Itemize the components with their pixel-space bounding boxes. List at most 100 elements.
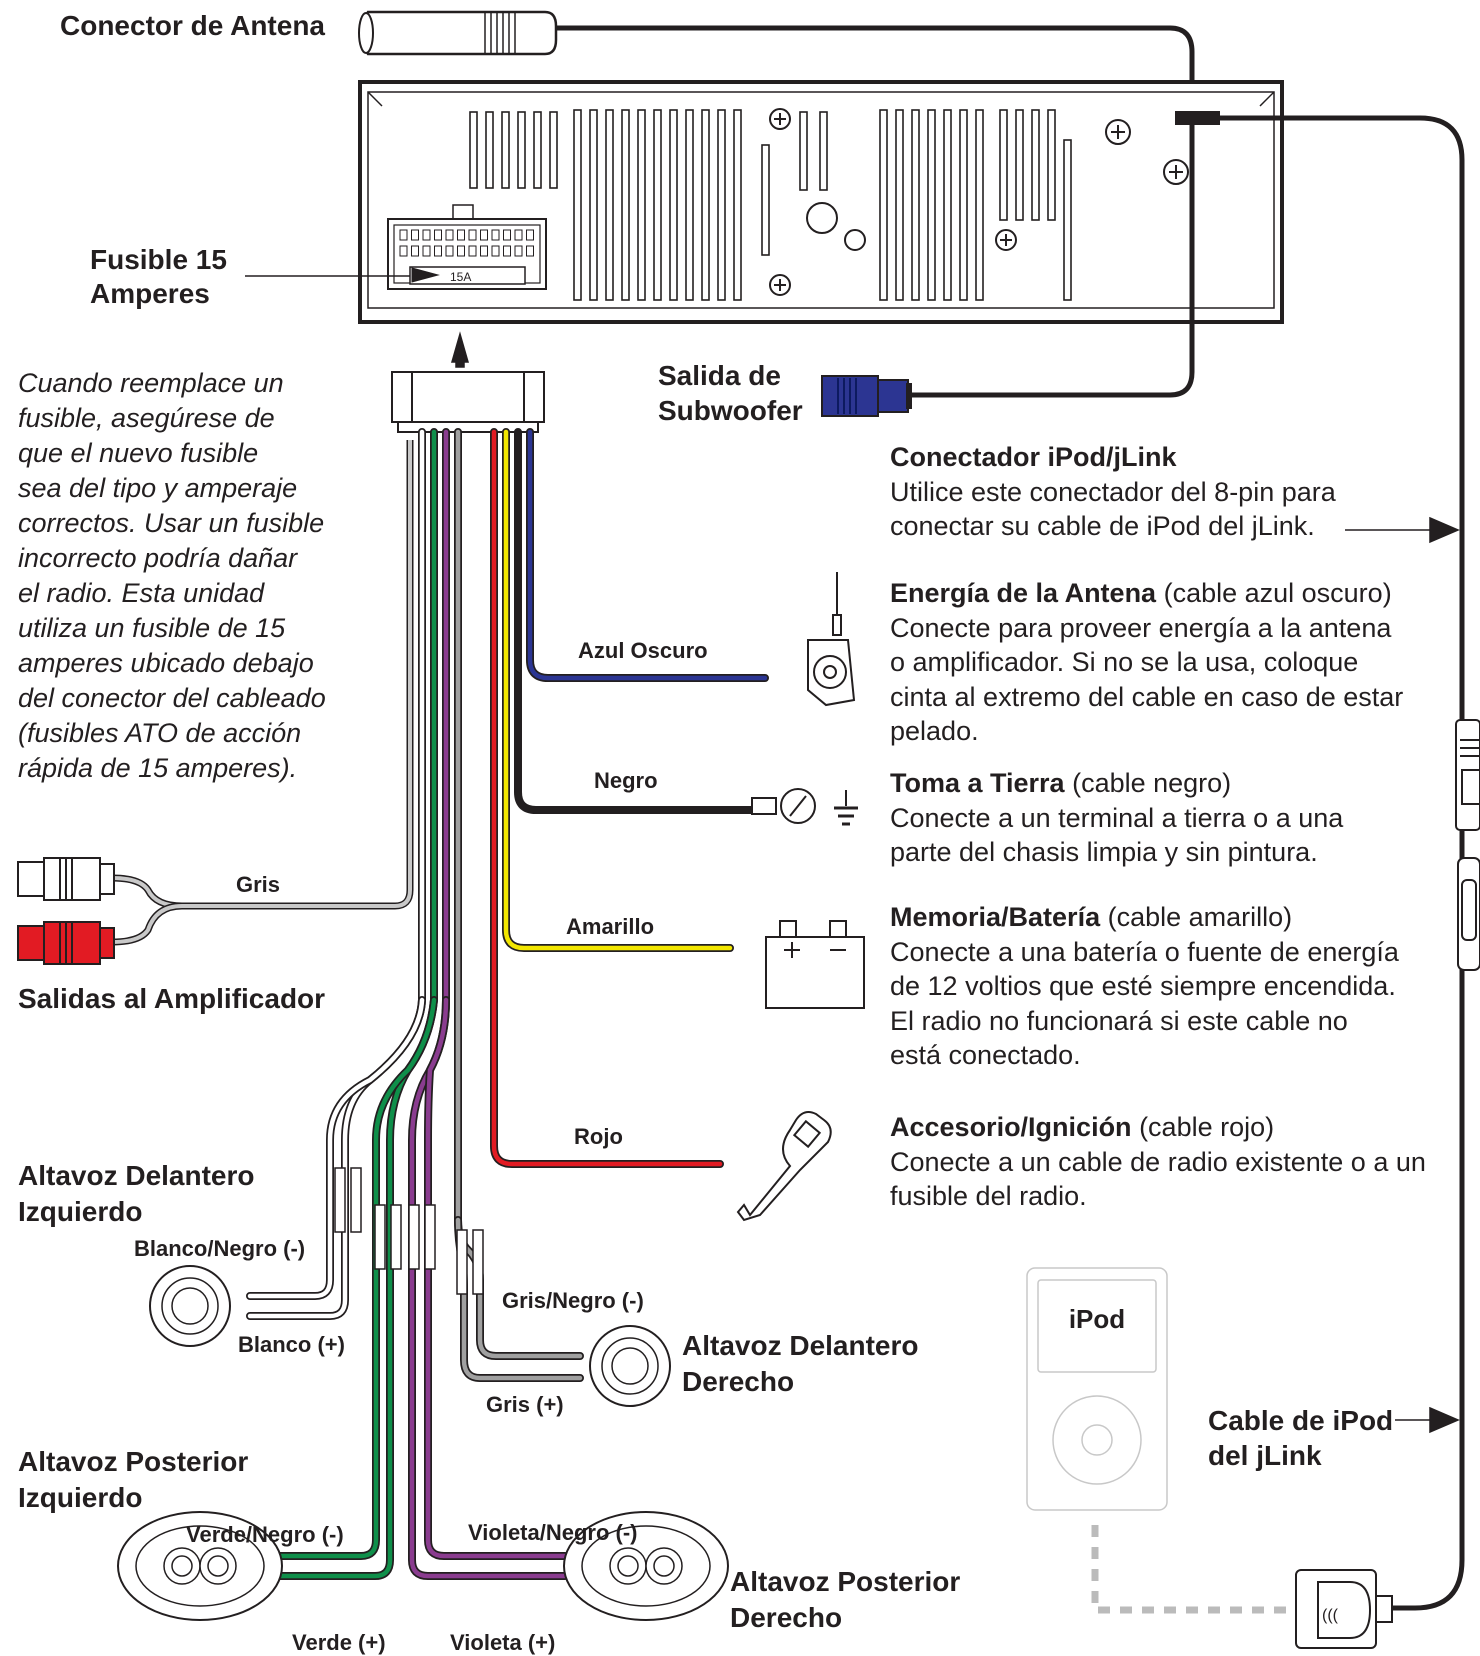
crimp-sleeve bbox=[390, 1204, 402, 1270]
front-right-label-line2: Derecho bbox=[682, 1366, 795, 1397]
rear-right-label-line2: Derecho bbox=[730, 1602, 843, 1633]
socket-pin bbox=[514, 245, 523, 257]
subwoofer-label-line1: Salida de bbox=[658, 360, 781, 391]
vent-slot bbox=[799, 111, 808, 191]
vent-slot bbox=[999, 109, 1008, 221]
ipod-cable-label-line2: del jLink bbox=[1208, 1440, 1322, 1471]
wire-label-blanco: Blanco (+) bbox=[238, 1332, 345, 1357]
vent-slot bbox=[549, 111, 558, 189]
jlink-plug-lower bbox=[1457, 857, 1480, 971]
socket-pin bbox=[434, 245, 442, 257]
subwoofer-label-line2: Subwoofer bbox=[658, 395, 803, 426]
rear-right-label-line1: Altavoz Posterior bbox=[730, 1566, 961, 1597]
battery-icon bbox=[765, 920, 865, 1009]
dock-connector: ((( bbox=[1295, 1569, 1393, 1649]
fuse-label-line2: Amperes bbox=[90, 278, 210, 309]
crimp-sleeve bbox=[350, 1167, 362, 1233]
vent-slot bbox=[895, 109, 904, 301]
socket-pin bbox=[503, 229, 511, 241]
vent-slot bbox=[469, 111, 478, 189]
rca-outputs bbox=[17, 440, 414, 965]
vent-slot bbox=[653, 109, 662, 301]
crimp-sleeve bbox=[374, 1204, 386, 1270]
vent-slot bbox=[685, 109, 694, 301]
crimp-sleeve bbox=[456, 1229, 468, 1295]
antenna-connector-label: Conector de Antena bbox=[60, 10, 325, 41]
rear-right-speaker-icon bbox=[563, 1511, 729, 1621]
wire-yellow-outline bbox=[502, 428, 734, 952]
socket-pin bbox=[526, 245, 534, 257]
ipod-screen-label: iPod bbox=[1069, 1304, 1125, 1334]
vent-slot bbox=[621, 109, 630, 301]
ipod-cable-label-line1: Cable de iPod bbox=[1208, 1405, 1394, 1436]
vent-slot bbox=[605, 109, 614, 301]
socket-pin bbox=[514, 229, 523, 241]
rear-left-label-line2: Izquierdo bbox=[18, 1482, 143, 1513]
vent-slot bbox=[1047, 109, 1056, 221]
antenna-cable bbox=[545, 25, 1195, 110]
antenna-power-description: Energía de la Antena (cable azul oscuro)… bbox=[890, 578, 1404, 746]
vent-slot bbox=[573, 109, 582, 301]
ipod-device bbox=[1026, 1267, 1168, 1511]
subwoofer-connector bbox=[821, 375, 912, 417]
wire-label-verde-negro: Verde/Negro (-) bbox=[186, 1522, 344, 1547]
vent-slot bbox=[927, 109, 936, 301]
socket-pin bbox=[422, 245, 431, 257]
wire-label-gris: Gris bbox=[236, 872, 281, 897]
vent-slot bbox=[533, 111, 542, 189]
svg-text:(((: ((( bbox=[1322, 1607, 1339, 1624]
socket-pin bbox=[445, 245, 454, 257]
socket-pin bbox=[445, 229, 454, 241]
jlink-cable bbox=[1215, 115, 1465, 1611]
vent-slot bbox=[761, 144, 770, 256]
vent-slot bbox=[589, 109, 598, 301]
screw-icon bbox=[769, 108, 1189, 296]
wire-label-violeta-negro: Violeta/Negro (-) bbox=[468, 1520, 638, 1545]
vent-slot bbox=[959, 109, 968, 301]
vent-slot bbox=[911, 109, 920, 301]
socket-pin bbox=[422, 229, 431, 241]
key-icon bbox=[736, 1111, 832, 1222]
socket-pin bbox=[526, 229, 534, 241]
wire-label-gris-pos: Gris (+) bbox=[486, 1392, 564, 1417]
amp-outputs-label: Salidas al Amplificador bbox=[18, 983, 326, 1014]
ground-icon bbox=[751, 788, 858, 826]
socket-pin bbox=[480, 245, 488, 257]
vent-slot bbox=[669, 109, 678, 301]
front-right-speaker-icon bbox=[589, 1325, 671, 1407]
vent-slot bbox=[501, 111, 510, 189]
wire-yellow bbox=[503, 429, 733, 951]
socket-pin bbox=[434, 229, 442, 241]
head-unit: 15A bbox=[358, 80, 1284, 324]
accessory-description: Accesorio/Ignición (cable rojo) Conecte … bbox=[890, 1112, 1426, 1211]
antenna-icon bbox=[807, 572, 856, 707]
socket-pin bbox=[411, 229, 419, 241]
socket-pin bbox=[491, 245, 500, 257]
socket-pin bbox=[399, 245, 408, 257]
rear-left-label-line1: Altavoz Posterior bbox=[18, 1446, 249, 1477]
wire-label-negro: Negro bbox=[594, 768, 658, 793]
wire-red bbox=[491, 429, 723, 1167]
crimp-sleeve bbox=[334, 1167, 346, 1233]
vent-slot bbox=[637, 109, 646, 301]
antenna-plug bbox=[358, 10, 558, 56]
socket-pin bbox=[457, 229, 465, 241]
vent-slot bbox=[701, 109, 710, 301]
socket-pin bbox=[503, 245, 511, 257]
harness-socket bbox=[387, 204, 547, 290]
front-right-label-line1: Altavoz Delantero bbox=[682, 1330, 919, 1361]
ipod-connector-description: Conectador iPod/jLink Utilice este conec… bbox=[890, 442, 1336, 541]
wire-label-gris-negro: Gris/Negro (-) bbox=[502, 1288, 644, 1313]
crimp-sleeve bbox=[472, 1229, 484, 1295]
wire-label-verde: Verde (+) bbox=[292, 1630, 386, 1655]
wire-green-black bbox=[277, 997, 437, 1559]
fuse-label-line1: Fusible 15 bbox=[90, 244, 227, 275]
vent-slot bbox=[879, 109, 888, 301]
socket-pin bbox=[468, 245, 477, 257]
vent-slot bbox=[1031, 109, 1040, 221]
vent-slot bbox=[733, 109, 742, 301]
socket-pin bbox=[457, 245, 465, 257]
vent-slot bbox=[1063, 139, 1072, 301]
vent-slot bbox=[975, 109, 984, 301]
